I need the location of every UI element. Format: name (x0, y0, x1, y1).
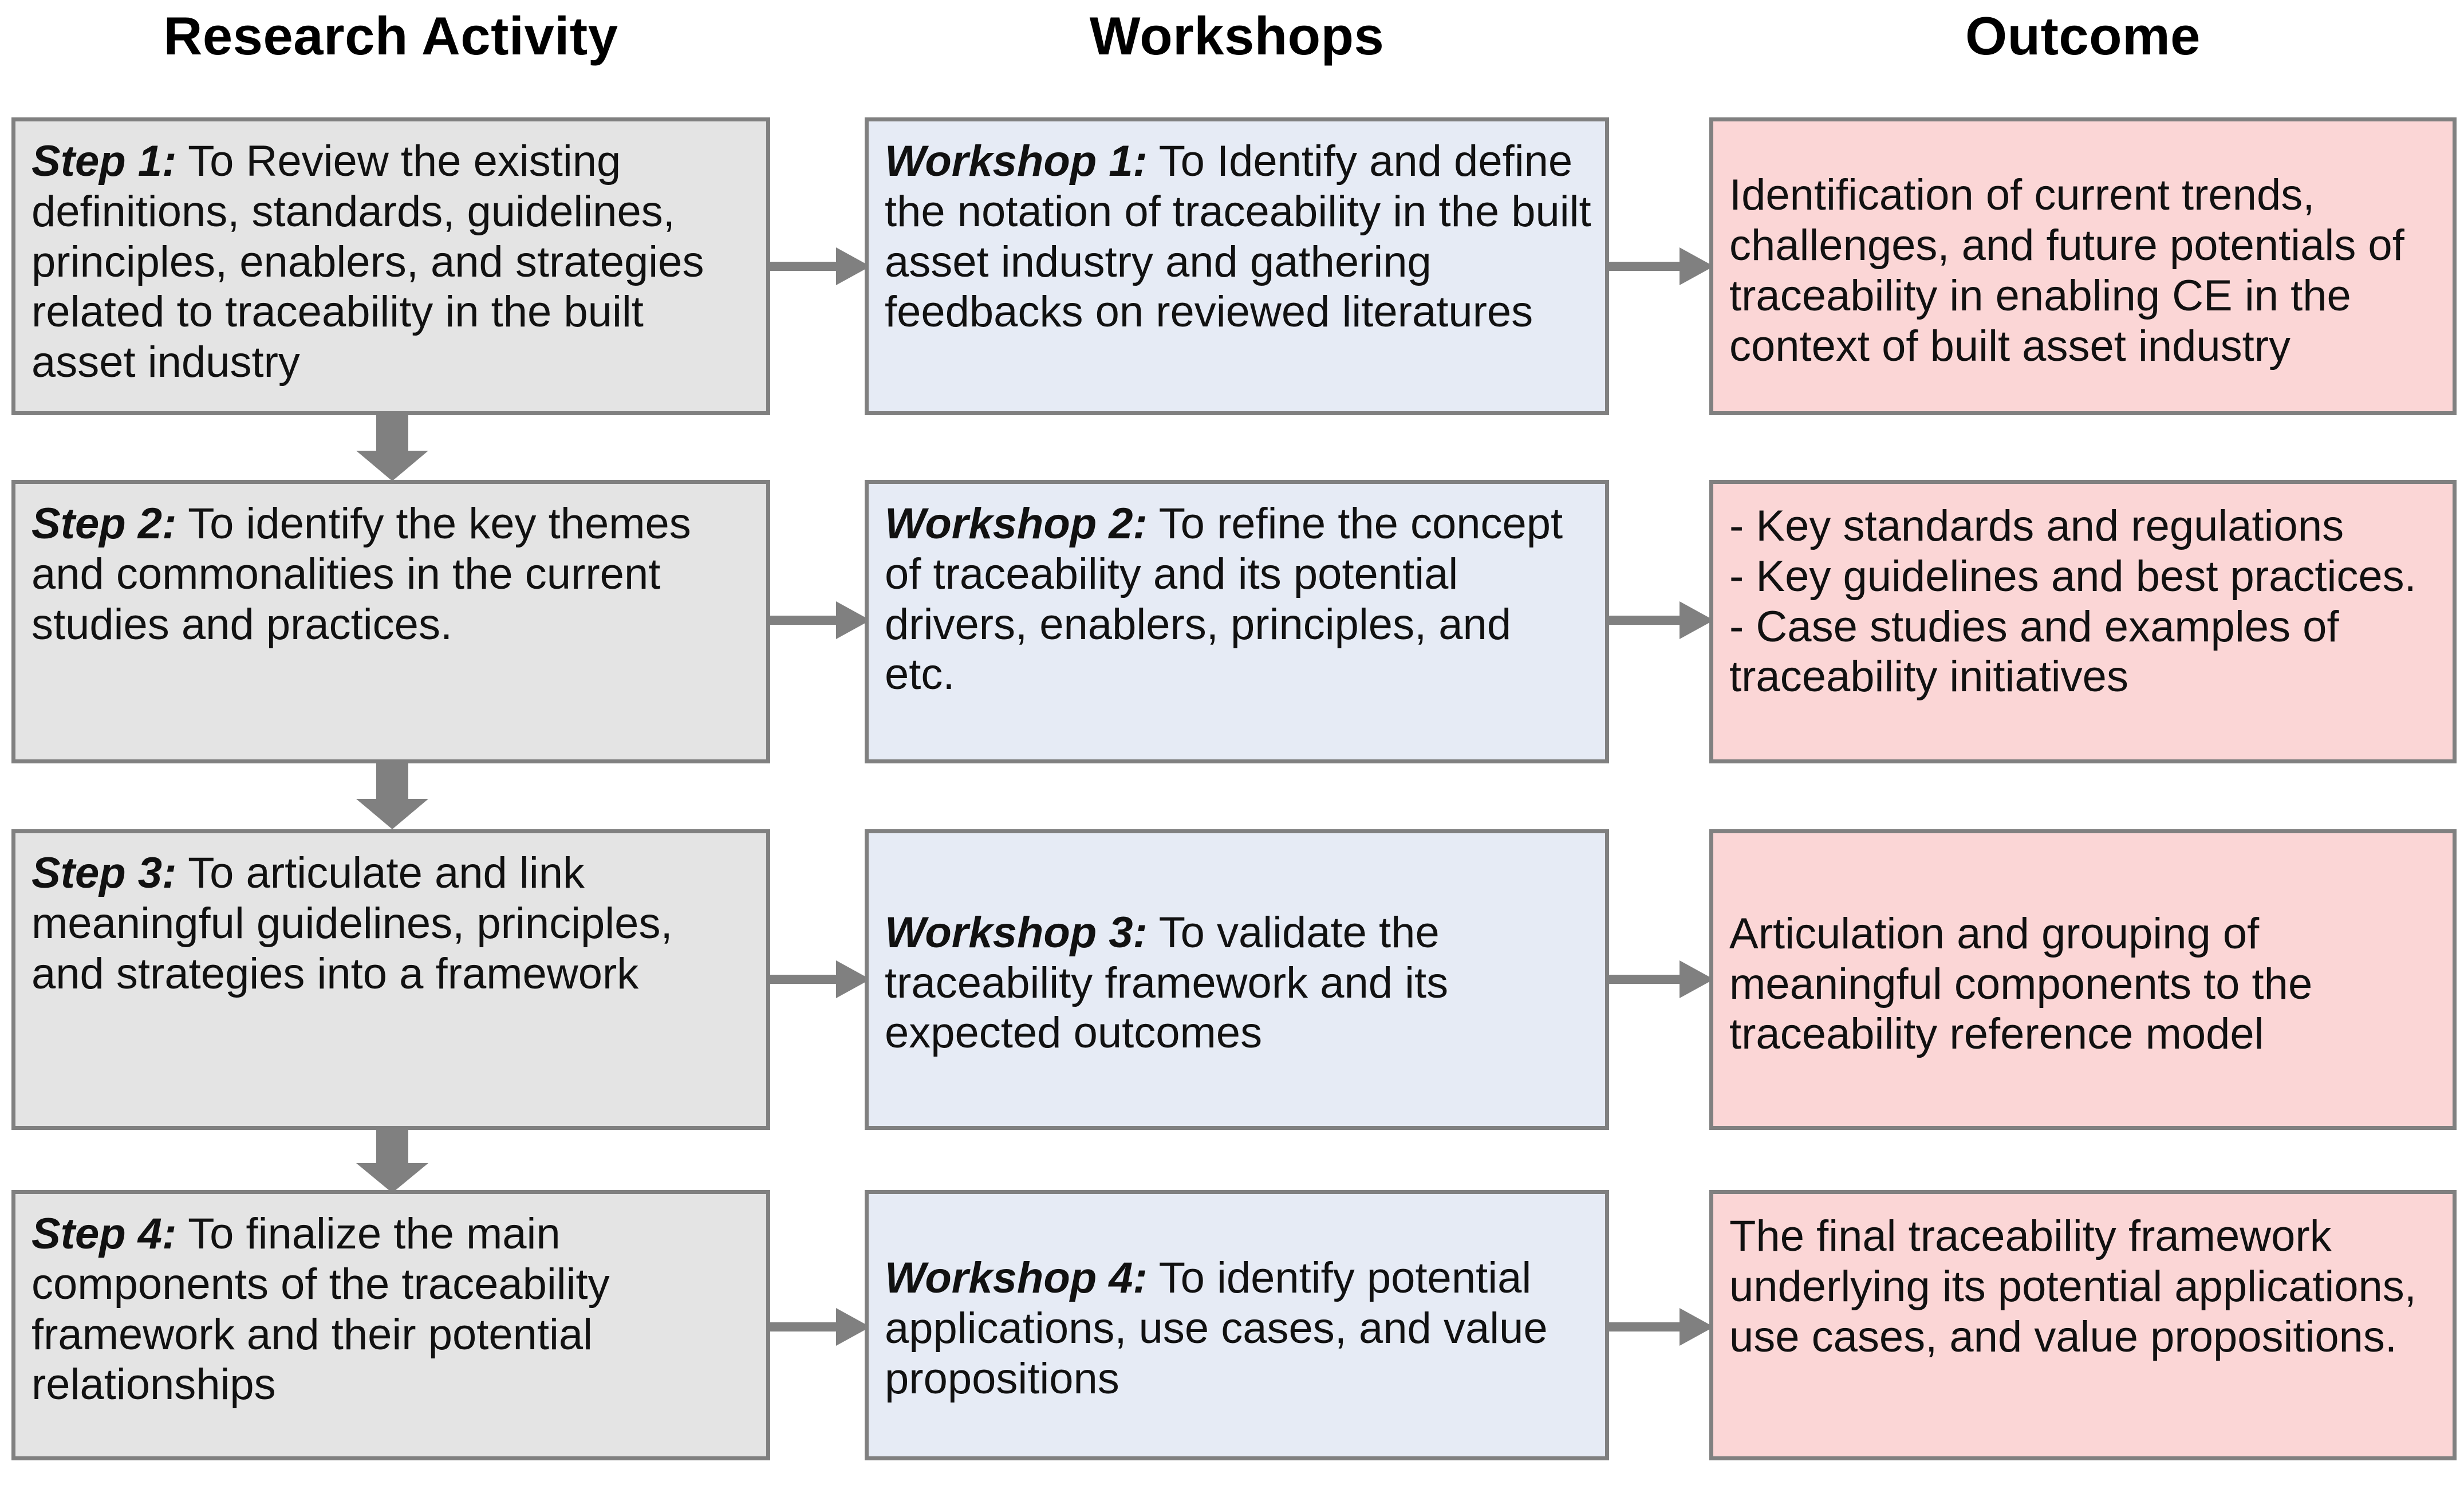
activity-body-step-2: To identify the key themes and commonali… (31, 499, 691, 649)
workshop-body-4: To identify potential applications, use … (885, 1254, 1548, 1403)
activity-body-step-4: To finalize the main components of the t… (31, 1210, 610, 1409)
activity-lead-step-2: Step 2: (31, 499, 177, 548)
workshop-box-4[interactable]: Workshop 4: To identify potential applic… (865, 1190, 1609, 1460)
column-header-outcome: Outcome (1965, 6, 2201, 66)
workshop-lead-2: Workshop 2: (885, 499, 1148, 548)
workshop-lead-3: Workshop 3: (885, 908, 1148, 957)
workshop-text-3: Workshop 3: To validate the traceability… (885, 908, 1591, 1058)
workshop-body-2: To refine the concept of traceability an… (885, 499, 1563, 699)
activity-lead-step-1: Step 1: (31, 137, 177, 186)
activity-body-step-1: To Review the existing definitions, stan… (31, 137, 704, 387)
workshop-body-1: To Identify and define the notation of t… (885, 137, 1591, 337)
column-header-research-activity: Research Activity (163, 6, 618, 66)
activity-box-step-3[interactable]: Step 3: To articulate and link meaningfu… (11, 829, 770, 1130)
activity-text-step-1: Step 1: To Review the existing definitio… (31, 136, 752, 388)
activity-box-step-4[interactable]: Step 4: To finalize the main components … (11, 1190, 770, 1460)
activity-body-step-3: To articulate and link meaningful guidel… (31, 849, 673, 998)
outcome-box-1[interactable]: Identification of current trends, challe… (1709, 117, 2457, 415)
activity-text-step-2: Step 2: To identify the key themes and c… (31, 499, 752, 649)
arrow-step-1-to-step-2 (344, 415, 441, 481)
activity-text-step-4: Step 4: To finalize the main components … (31, 1209, 752, 1410)
arrow-step-1-to-workshop-1 (767, 235, 870, 298)
arrow-workshop-1-to-outcome-1 (1606, 235, 1714, 298)
arrow-step-3-to-step-4 (344, 1130, 441, 1193)
workshop-body-3: To validate the traceability framework a… (885, 908, 1449, 1058)
workshop-text-1: Workshop 1: To Identify and define the n… (885, 136, 1591, 337)
workshop-box-2[interactable]: Workshop 2: To refine the concept of tra… (865, 480, 1609, 763)
arrow-step-4-to-workshop-4 (767, 1295, 870, 1358)
outcome-box-4[interactable]: The final traceability framework underly… (1709, 1190, 2457, 1460)
outcome-text-3: Articulation and grouping of meaningful … (1729, 909, 2313, 1059)
outcome-text-2: - Key standards and regulations - Key gu… (1729, 502, 2416, 702)
workshop-box-3[interactable]: Workshop 3: To validate the traceability… (865, 829, 1609, 1130)
arrow-step-2-to-step-3 (344, 763, 441, 829)
activity-lead-step-3: Step 3: (31, 849, 177, 897)
activity-box-step-2[interactable]: Step 2: To identify the key themes and c… (11, 480, 770, 763)
column-header-workshops: Workshops (1089, 6, 1385, 66)
outcome-text-1: Identification of current trends, challe… (1729, 171, 2404, 371)
arrow-workshop-2-to-outcome-2 (1606, 589, 1714, 652)
arrow-step-2-to-workshop-2 (767, 589, 870, 652)
activity-lead-step-4: Step 4: (31, 1210, 177, 1258)
workshop-box-1[interactable]: Workshop 1: To Identify and define the n… (865, 117, 1609, 415)
arrow-step-3-to-workshop-3 (767, 948, 870, 1011)
workshop-lead-4: Workshop 4: (885, 1254, 1148, 1303)
arrow-workshop-3-to-outcome-3 (1606, 948, 1714, 1011)
workshop-lead-1: Workshop 1: (885, 137, 1148, 186)
activity-text-step-3: Step 3: To articulate and link meaningfu… (31, 848, 752, 999)
outcome-box-3[interactable]: Articulation and grouping of meaningful … (1709, 829, 2457, 1130)
workshop-text-4: Workshop 4: To identify potential applic… (885, 1253, 1591, 1404)
activity-box-step-1[interactable]: Step 1: To Review the existing definitio… (11, 117, 770, 415)
outcome-box-2[interactable]: - Key standards and regulations - Key gu… (1709, 480, 2457, 763)
outcome-text-4: The final traceability framework underly… (1729, 1212, 2416, 1361)
workshop-text-2: Workshop 2: To refine the concept of tra… (885, 499, 1591, 700)
arrow-workshop-4-to-outcome-4 (1606, 1295, 1714, 1358)
